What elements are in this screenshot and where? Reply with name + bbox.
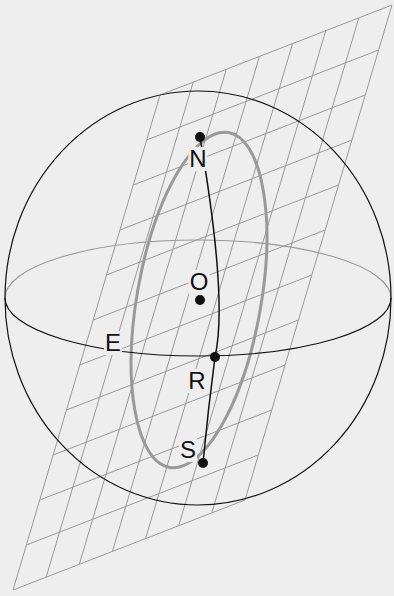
point-dot: [210, 352, 220, 362]
point-label: R: [187, 369, 206, 393]
grid-line: [13, 500, 245, 590]
great-circle: [108, 122, 289, 478]
grid-line: [53, 365, 285, 455]
grid-line: [93, 230, 325, 320]
point-dot: [195, 132, 205, 142]
grid-line: [26, 455, 258, 545]
grid-line: [40, 410, 272, 500]
point-dot: [198, 458, 208, 468]
grid-line: [147, 50, 379, 140]
point-label: N: [188, 147, 207, 171]
point-label: O: [189, 270, 210, 294]
equator-front: [5, 298, 391, 356]
grid-line: [120, 140, 352, 230]
point-label: S: [179, 438, 197, 462]
point-dot: [195, 295, 205, 305]
grid-line: [160, 5, 392, 95]
equator-back: [5, 240, 391, 298]
sphere-outline: [5, 91, 391, 505]
plane-grid: [13, 5, 392, 590]
grid-line: [133, 95, 365, 185]
point-label: E: [104, 331, 122, 355]
grid-line: [66, 320, 298, 410]
grid-line: [107, 185, 339, 275]
